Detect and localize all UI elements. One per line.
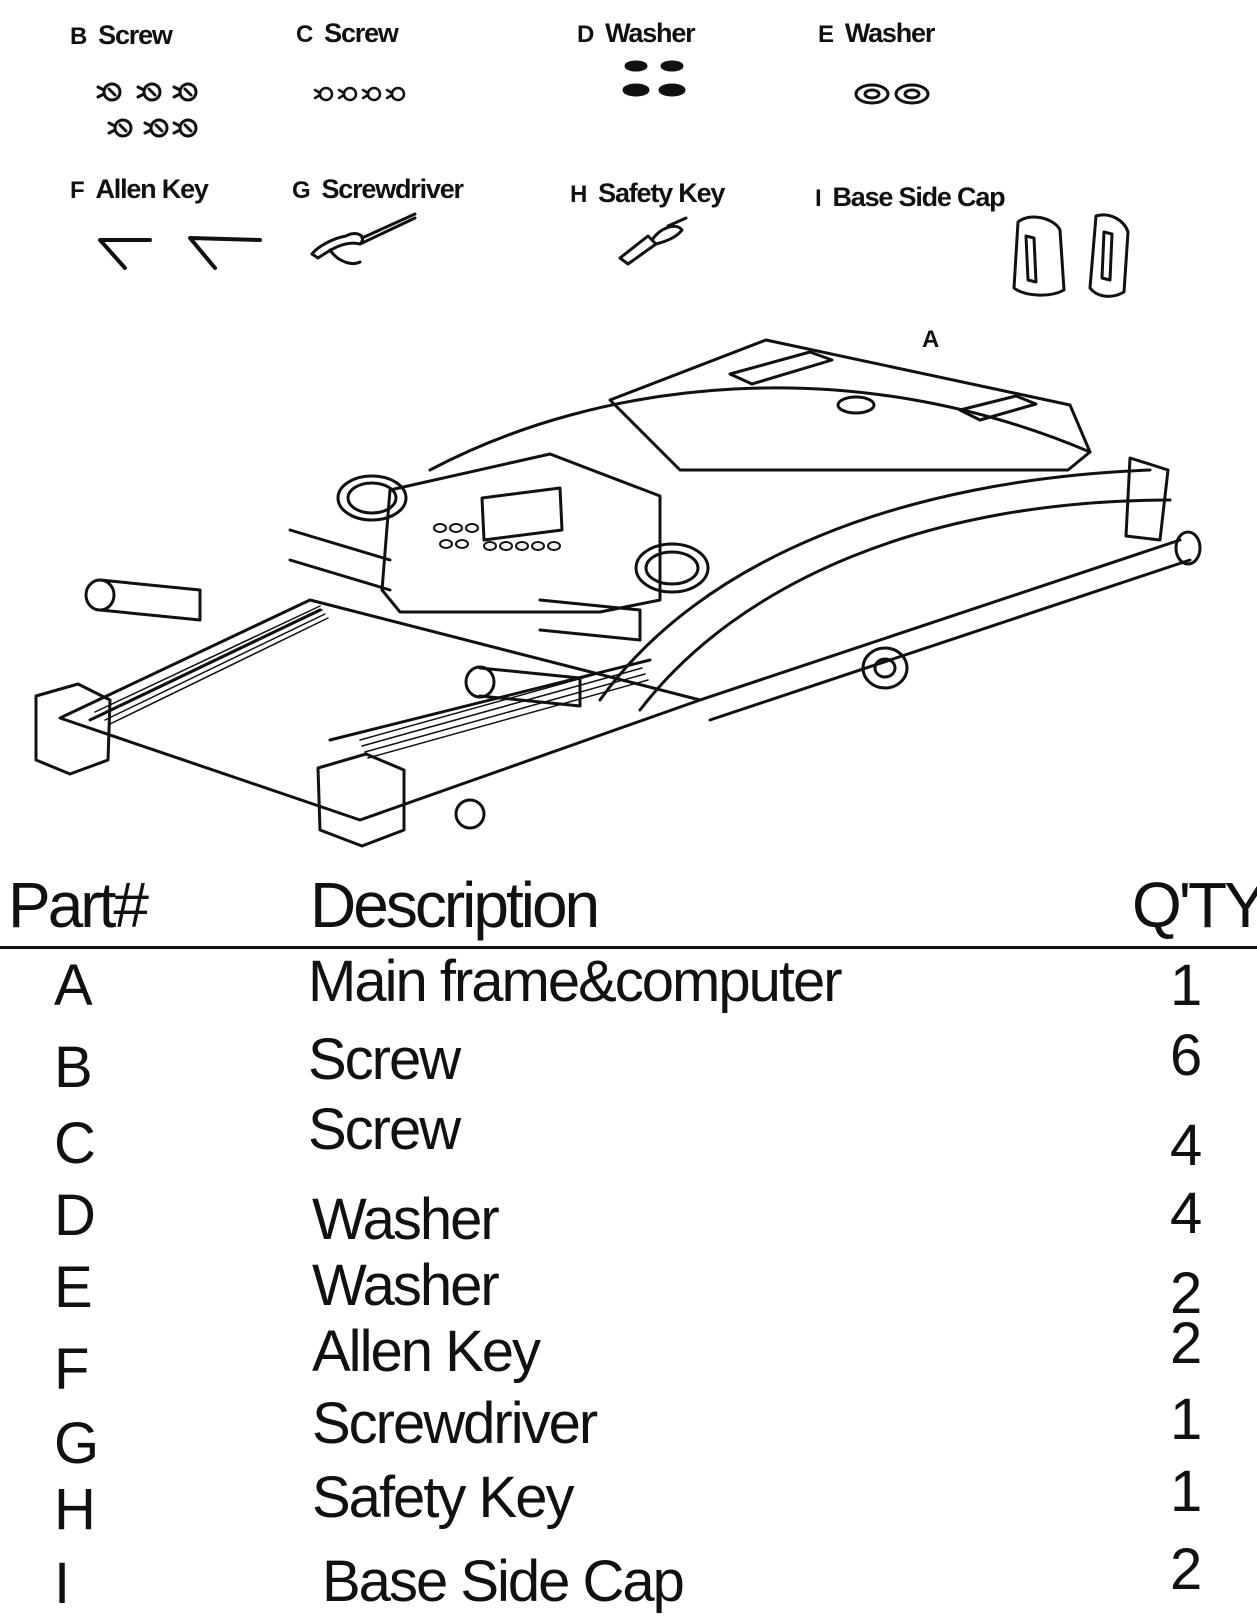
- part-letter: B: [54, 1035, 93, 1100]
- header-qty: Q'TY: [1132, 869, 1257, 941]
- allen-key-icon: [98, 236, 262, 270]
- screwdriver-icon: [310, 212, 417, 265]
- part-description: Screwdriver: [312, 1391, 598, 1456]
- header-part: Part#: [8, 869, 149, 941]
- part-qty: 4: [1170, 1113, 1202, 1178]
- base-side-cap-icon: [1012, 213, 1130, 298]
- part-letter: D: [54, 1183, 96, 1248]
- part-qty: 1: [1170, 953, 1202, 1018]
- part-letter: A: [54, 953, 93, 1018]
- header-description: Description: [310, 869, 600, 941]
- parts-illustration: [34, 60, 1202, 848]
- part-qty: 2: [1170, 1537, 1202, 1602]
- part-description: Base Side Cap: [322, 1549, 685, 1614]
- treadmill-main-frame-icon: [34, 338, 1202, 848]
- part-description: Washer: [312, 1187, 500, 1252]
- part-qty: 1: [1170, 1387, 1202, 1452]
- part-letter: C: [54, 1111, 96, 1176]
- part-qty: 1: [1170, 1459, 1202, 1524]
- part-letter: I: [54, 1551, 70, 1616]
- part-description: Screw: [308, 1027, 461, 1092]
- part-letter: G: [54, 1411, 99, 1476]
- main-frame-label: A: [922, 326, 939, 353]
- small-screw-icon: [313, 86, 406, 102]
- part-description: Washer: [312, 1253, 500, 1318]
- part-qty: 2: [1170, 1261, 1202, 1326]
- washer-icon: [622, 60, 686, 97]
- header-divider: [0, 946, 1257, 949]
- part-letter: E: [54, 1255, 93, 1320]
- part-qty: 2: [1170, 1311, 1202, 1376]
- part-description: Allen Key: [312, 1319, 541, 1384]
- part-letter: H: [54, 1477, 96, 1542]
- part-description: Safety Key: [312, 1465, 574, 1530]
- part-qty: 4: [1170, 1181, 1202, 1246]
- part-description: Main frame&computer: [308, 949, 843, 1014]
- ring-washer-icon: [854, 83, 930, 105]
- safety-key-icon: [618, 216, 688, 266]
- screw-icon: [96, 82, 198, 138]
- part-letter: F: [54, 1337, 89, 1402]
- part-qty: 6: [1170, 1023, 1202, 1088]
- part-description: Screw: [308, 1097, 461, 1162]
